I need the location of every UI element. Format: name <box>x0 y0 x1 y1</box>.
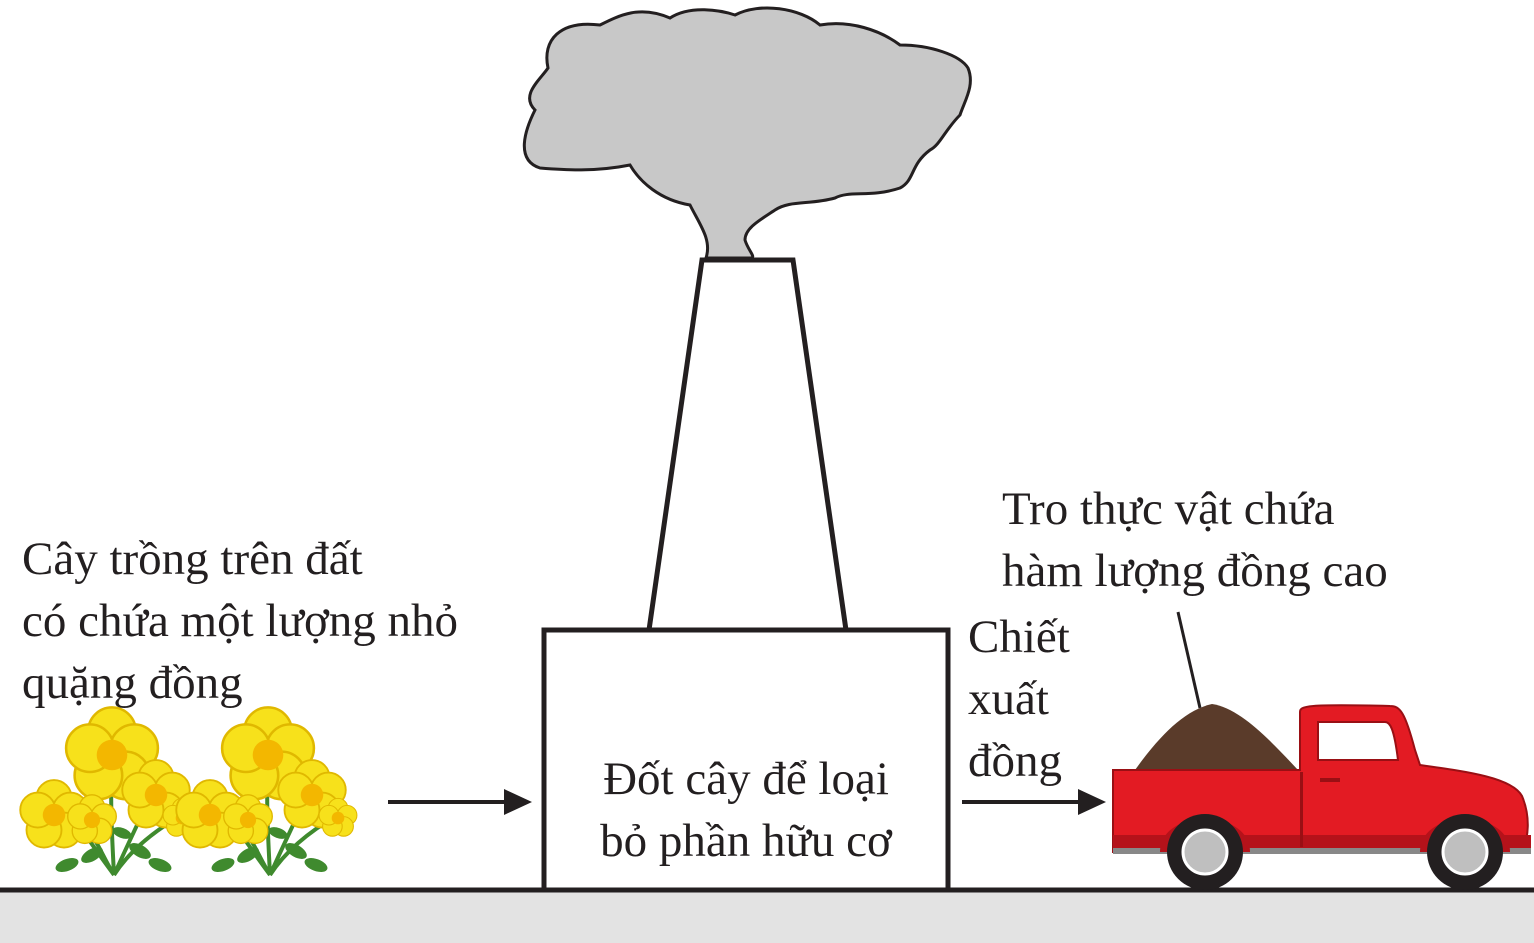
smoke-cloud-icon <box>522 6 972 260</box>
extraction-label-line: đồng <box>968 735 1062 787</box>
process-label-line: Đốt cây để loại <box>603 753 889 805</box>
ground <box>0 890 1534 943</box>
plant-label: Cây trồng trên đất có chứa một lượng nhỏ… <box>22 528 458 714</box>
plant-label-line: có chứa một lượng nhỏ <box>22 595 459 647</box>
extraction-label-line: xuất <box>968 673 1049 725</box>
ash-label-line: hàm lượng đồng cao <box>1002 545 1388 597</box>
furnace-box <box>541 627 951 893</box>
flower-cluster-icon <box>20 707 201 875</box>
plant-label-line: Cây trồng trên đất <box>22 533 363 585</box>
flower-cluster-icon <box>176 707 357 875</box>
ash-pointer-line <box>1176 611 1202 709</box>
ash-label-line: Tro thực vật chứa <box>1002 483 1335 535</box>
extraction-label: Chiết xuất đồng <box>968 606 1070 792</box>
chimney-icon <box>646 257 849 633</box>
plant-label-line: quặng đồng <box>22 657 243 709</box>
arrow-icon <box>388 789 532 815</box>
ash-label: Tro thực vật chứa hàm lượng đồng cao <box>1002 478 1388 602</box>
process-label: Đốt cây để loại bỏ phần hữu cơ <box>548 748 944 872</box>
process-label-line: bỏ phần hữu cơ <box>600 815 892 867</box>
arrow-icon <box>962 789 1106 815</box>
truck-icon <box>1112 704 1531 890</box>
extraction-label-line: Chiết <box>968 611 1070 663</box>
ash-pile <box>1135 704 1298 770</box>
